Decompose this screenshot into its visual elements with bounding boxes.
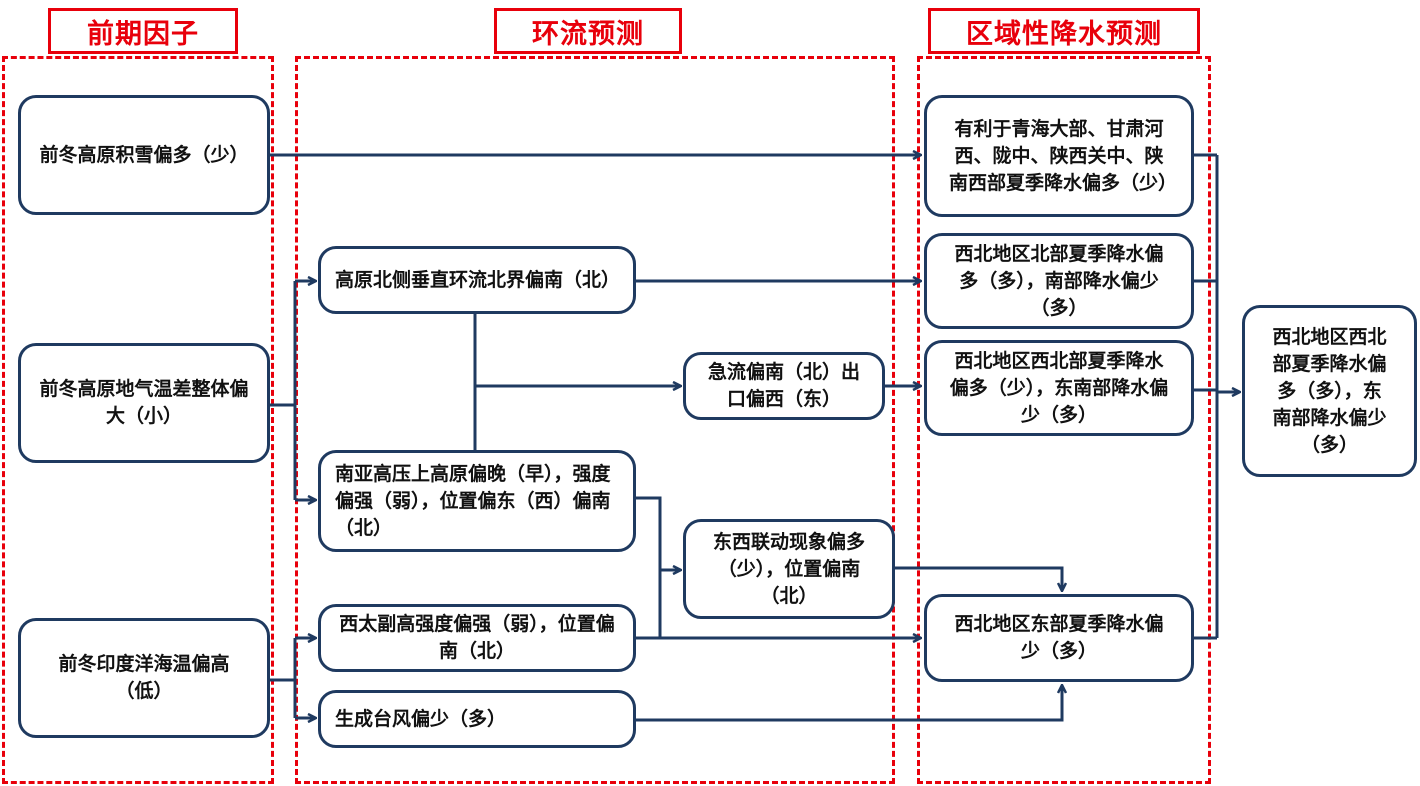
header-precip: 区域性降水预测 xyxy=(928,8,1200,54)
arrow-typhoon-to-east xyxy=(636,685,1062,722)
circ-vertical: 高原北侧垂直环流北界偏南（北） xyxy=(318,246,636,314)
circ-jet: 急流偏南（北）出口偏西（东） xyxy=(683,352,885,420)
factor-temp-diff: 前冬高原地气温差整体偏大（小） xyxy=(18,343,270,463)
circ-teleconnection: 东西联动现象偏多（少），位置偏南（北） xyxy=(683,519,895,619)
line-sah-wpsh xyxy=(636,496,662,638)
precip-northwest: 西北地区西北部夏季降水偏多（少），东南部降水偏少（多） xyxy=(924,340,1194,436)
circ-south-asia-high: 南亚高压上高原偏晚（早），强度偏强（弱），位置偏东（西）偏南（北） xyxy=(318,450,636,552)
precip-final: 西北地区西北部夏季降水偏多（多），东南部降水偏少（多） xyxy=(1242,305,1417,477)
precip-north: 西北地区北部夏季降水偏多（多），南部降水偏少（多） xyxy=(924,233,1194,329)
arrow-teleconnection-to-east xyxy=(895,566,1062,591)
circ-wpsh: 西太副高强度偏强（弱），位置偏南（北） xyxy=(318,604,636,672)
antecedent-column xyxy=(2,56,274,784)
header-antecedent: 前期因子 xyxy=(48,8,238,54)
precip-column xyxy=(917,56,1211,784)
line-tempdiff-branch xyxy=(270,281,297,500)
factor-snow: 前冬高原积雪偏多（少） xyxy=(18,95,270,215)
line-merge xyxy=(1194,153,1219,640)
header-circulation: 环流预测 xyxy=(494,8,682,54)
circ-typhoon: 生成台风偏少（多） xyxy=(318,690,636,748)
precip-east: 西北地区东部夏季降水偏少（多） xyxy=(924,594,1194,682)
line-sst-branch xyxy=(270,638,297,718)
precip-qinghai: 有利于青海大部、甘肃河西、陇中、陕西关中、陕南西部夏季降水偏多（少） xyxy=(924,95,1194,217)
factor-sst: 前冬印度洋海温偏高（低） xyxy=(18,618,270,738)
